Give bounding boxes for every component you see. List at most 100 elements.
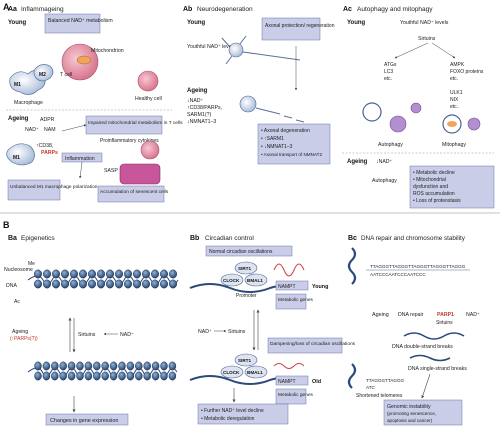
nucleosome-icon	[118, 371, 126, 381]
nucleosome-label: Nucleosome	[4, 267, 33, 273]
aa-nad: NAD⁺	[25, 127, 39, 133]
nucleosome-icon	[109, 371, 118, 381]
ab-outcomes-box	[257, 123, 331, 165]
nucleosome-icon	[93, 371, 101, 381]
aa-young-label: Young	[8, 20, 27, 26]
ab-outcome-2: • ↓NMNAT1–3	[261, 144, 293, 150]
nucleosome-icon	[59, 361, 67, 371]
nucleosome-icon	[97, 279, 105, 289]
nampt-old-label: NAMPT	[278, 379, 296, 385]
nucleosome-icon	[143, 361, 151, 371]
healthy-cell	[137, 70, 159, 92]
t-cell-label: T cell	[60, 72, 72, 78]
old-oscillation-wave	[273, 363, 305, 369]
nucleosome-icon	[34, 279, 42, 289]
ac-ageing-label: Ageing	[347, 159, 368, 165]
ac-left-2: etc.	[384, 76, 392, 82]
nucleosome-icon	[160, 279, 168, 289]
nucleosome-icon	[133, 279, 141, 289]
nucleosome-icon	[118, 361, 126, 371]
aa-nam: NAM	[44, 127, 56, 133]
ac-outcome-1: • Mitochondrial	[413, 177, 446, 183]
nucleosome-icon	[52, 269, 60, 279]
mitophagosome-icon	[442, 114, 462, 134]
nampt-young-label: NAMPT	[278, 284, 296, 290]
genomic-0: Genomic instability	[387, 404, 431, 410]
ab-young-label: Young	[187, 20, 206, 26]
chromosome-icon-top	[347, 247, 357, 285]
bc-ageing: Ageing	[372, 312, 389, 318]
nucleosome-icon	[135, 361, 143, 371]
ab-outcome-0: • Axonal degeneration	[261, 128, 310, 134]
clock-old	[220, 365, 244, 379]
ac-outcome-3: ROS accumulation	[413, 191, 455, 197]
aged-t-cell	[140, 140, 160, 160]
young-oscillation-wave	[273, 263, 305, 277]
autophagosome-icon	[362, 102, 382, 122]
nucleosome-icon	[142, 269, 150, 279]
mito-lysosome-icon	[467, 117, 481, 131]
aa-arrow-1	[61, 124, 87, 132]
ab-ageing-label: Ageing	[187, 88, 208, 94]
nucleosome-icon	[106, 269, 114, 279]
ac-outcomes-box	[409, 165, 495, 209]
panel-aa-label: Aa	[8, 6, 17, 13]
nucleosome-icon	[59, 371, 67, 381]
nucleosome-icon	[126, 371, 135, 381]
ac-left-0: ATGs	[384, 62, 397, 68]
bb-outcomes-box	[197, 403, 289, 425]
panel-ac: Ac Autophagy and mitophagy Young Youthfu…	[342, 6, 495, 209]
ab-outcome-1: • ↑SARM1	[261, 136, 284, 142]
nucleosome-icon	[84, 361, 93, 371]
ac-outcome-2: dysfunction and	[413, 184, 448, 190]
inflammation-label: Inflammation	[65, 156, 95, 162]
ba-dna-label: DNA	[6, 283, 17, 289]
bc-ds-breaks: DNA double-strand breaks	[392, 344, 453, 350]
ac-autophagy2: Autophagy	[372, 178, 397, 184]
ac-left-1: LC3	[384, 69, 393, 75]
panel-a-letter: A	[3, 2, 10, 12]
nucleosome-icon	[79, 279, 87, 289]
nucleosome-icon	[88, 269, 96, 279]
axonal-protection-text: Axonal protection/ regeneration	[265, 23, 335, 29]
panel-b: B Ba Epigenetics Nucleosome DNA Me Ac Ag…	[3, 220, 480, 426]
gene-expression-box	[45, 413, 129, 426]
nucleosome-icon	[70, 279, 78, 289]
nucleosome-icon	[42, 371, 51, 381]
panel-b-letter: B	[3, 220, 10, 230]
ac-mitophagy: Mitophagy	[442, 142, 466, 148]
telomere-seq-1: TTAGGGTTAGGGTTAGGGTTAGGGTTAGGG	[370, 264, 466, 269]
sirt1-old	[234, 353, 258, 367]
panel-aa: Aa Inflammageing Young Balanced NAD⁺ met…	[6, 6, 183, 203]
degenerating-neuron	[239, 95, 305, 123]
open-chromatin	[27, 269, 179, 289]
mitochondrion-icon	[76, 55, 92, 65]
lysosome-icon	[389, 115, 407, 133]
damaged-mitochondrion-icon	[447, 121, 457, 127]
ac-right-0: AMPK	[450, 62, 465, 68]
nampt-old-box	[275, 375, 309, 386]
panel-bb: Bb Circadian control Normal circadian os…	[189, 235, 356, 425]
ba-ageing-label: Ageing	[12, 329, 28, 335]
bmal1-young-label: BMAL1	[247, 278, 263, 283]
unbalanced-polarization-box	[7, 179, 61, 201]
nucleosome-icon	[51, 361, 59, 371]
ac-right2-1: NIX	[450, 97, 459, 103]
axonal-protection-box	[261, 17, 321, 41]
nucleosome-icon	[67, 361, 76, 371]
nucleosome-icon	[160, 361, 168, 371]
nucleosome-icon	[34, 371, 42, 381]
panel-bc: Bc DNA repair and chromosome stability T…	[347, 235, 480, 426]
panel-ab-label: Ab	[183, 6, 192, 13]
nucleosome-icon	[52, 279, 60, 289]
panel-ba: Ba Epigenetics Nucleosome DNA Me Ac Agei…	[4, 235, 179, 426]
metabolic-genes-young: Metabolic genes	[278, 297, 314, 303]
ab-youthful: Youthful NAD⁺ levels	[187, 44, 236, 50]
nucleosome-icon	[43, 269, 51, 279]
senescent-accumulation-text: Accumulation of senescent cells	[100, 189, 169, 195]
ac-arrow-left	[394, 42, 429, 59]
sasp-label: SASP	[104, 168, 118, 174]
nucleosome-icon	[76, 361, 84, 371]
vesicle-icon	[410, 102, 422, 114]
unbalanced-polarization-text: Unbalanced M1 macrophage polarization	[10, 184, 98, 190]
